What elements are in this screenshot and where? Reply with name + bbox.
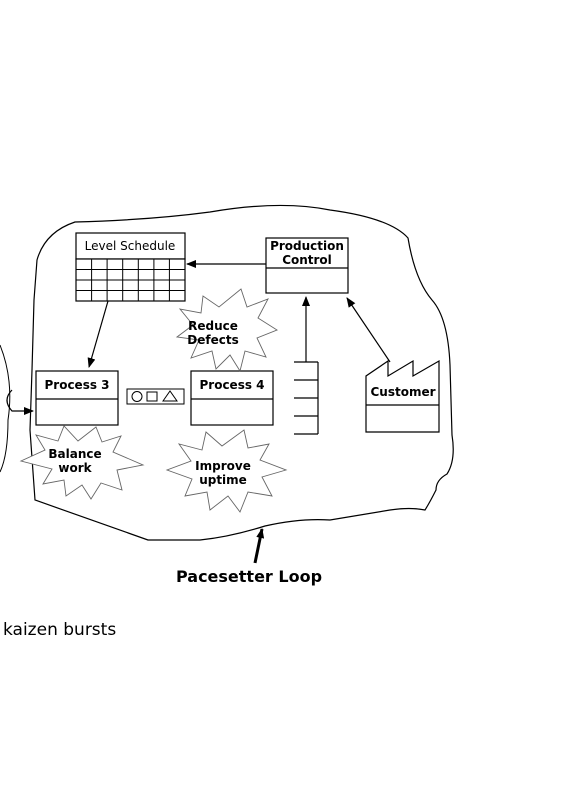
level-schedule-label: Level Schedule [85, 239, 176, 253]
reduce-defects-line2: Defects [187, 333, 238, 347]
kaizen-burst-improve-uptime: Improve uptime [165, 429, 288, 513]
circle-icon [131, 391, 143, 402]
kaizen-burst-balance-work: Balance work [19, 425, 145, 500]
improve-uptime-line1: Improve [195, 459, 251, 473]
pacesetter-loop-outline [29, 204, 454, 541]
customer-label: Customer [370, 385, 435, 399]
production-control-label-line2: Control [282, 253, 332, 267]
process-4-box: Process 4 [190, 370, 274, 426]
production-control-label-line1: Production [270, 239, 344, 253]
customer-factory-icon: Customer [365, 359, 440, 433]
reduce-defects-line1: Reduce [188, 319, 238, 333]
partial-loop-left [0, 344, 11, 473]
level-schedule: Level Schedule [75, 232, 186, 302]
triangle-icon [162, 390, 178, 402]
pacesetter-loop-pointer-arrow [253, 528, 265, 564]
kaizen-bursts-caption: kaizen bursts [3, 620, 116, 640]
square-icon [146, 391, 158, 402]
process-3-label: Process 3 [44, 378, 109, 392]
pacesetter-loop-label: Pacesetter Loop [176, 567, 322, 586]
process-3-box: Process 3 [35, 370, 119, 426]
supermarket-icon [294, 361, 319, 435]
process-4-label: Process 4 [199, 378, 264, 392]
arrow-level-schedule-to-process-3 [87, 300, 109, 368]
balance-work-line1: Balance [48, 447, 101, 461]
level-schedule-grid-lines [76, 259, 185, 301]
fifo-lane-icon [126, 388, 185, 405]
production-control: Production Control [265, 237, 349, 294]
arrow-customer-to-production-control [346, 297, 391, 363]
kaizen-burst-reduce-defects: Reduce Defects [175, 288, 278, 373]
improve-uptime-line2: uptime [199, 473, 247, 487]
balance-work-line2: work [58, 461, 92, 475]
loop-return-arrow [6, 389, 34, 415]
